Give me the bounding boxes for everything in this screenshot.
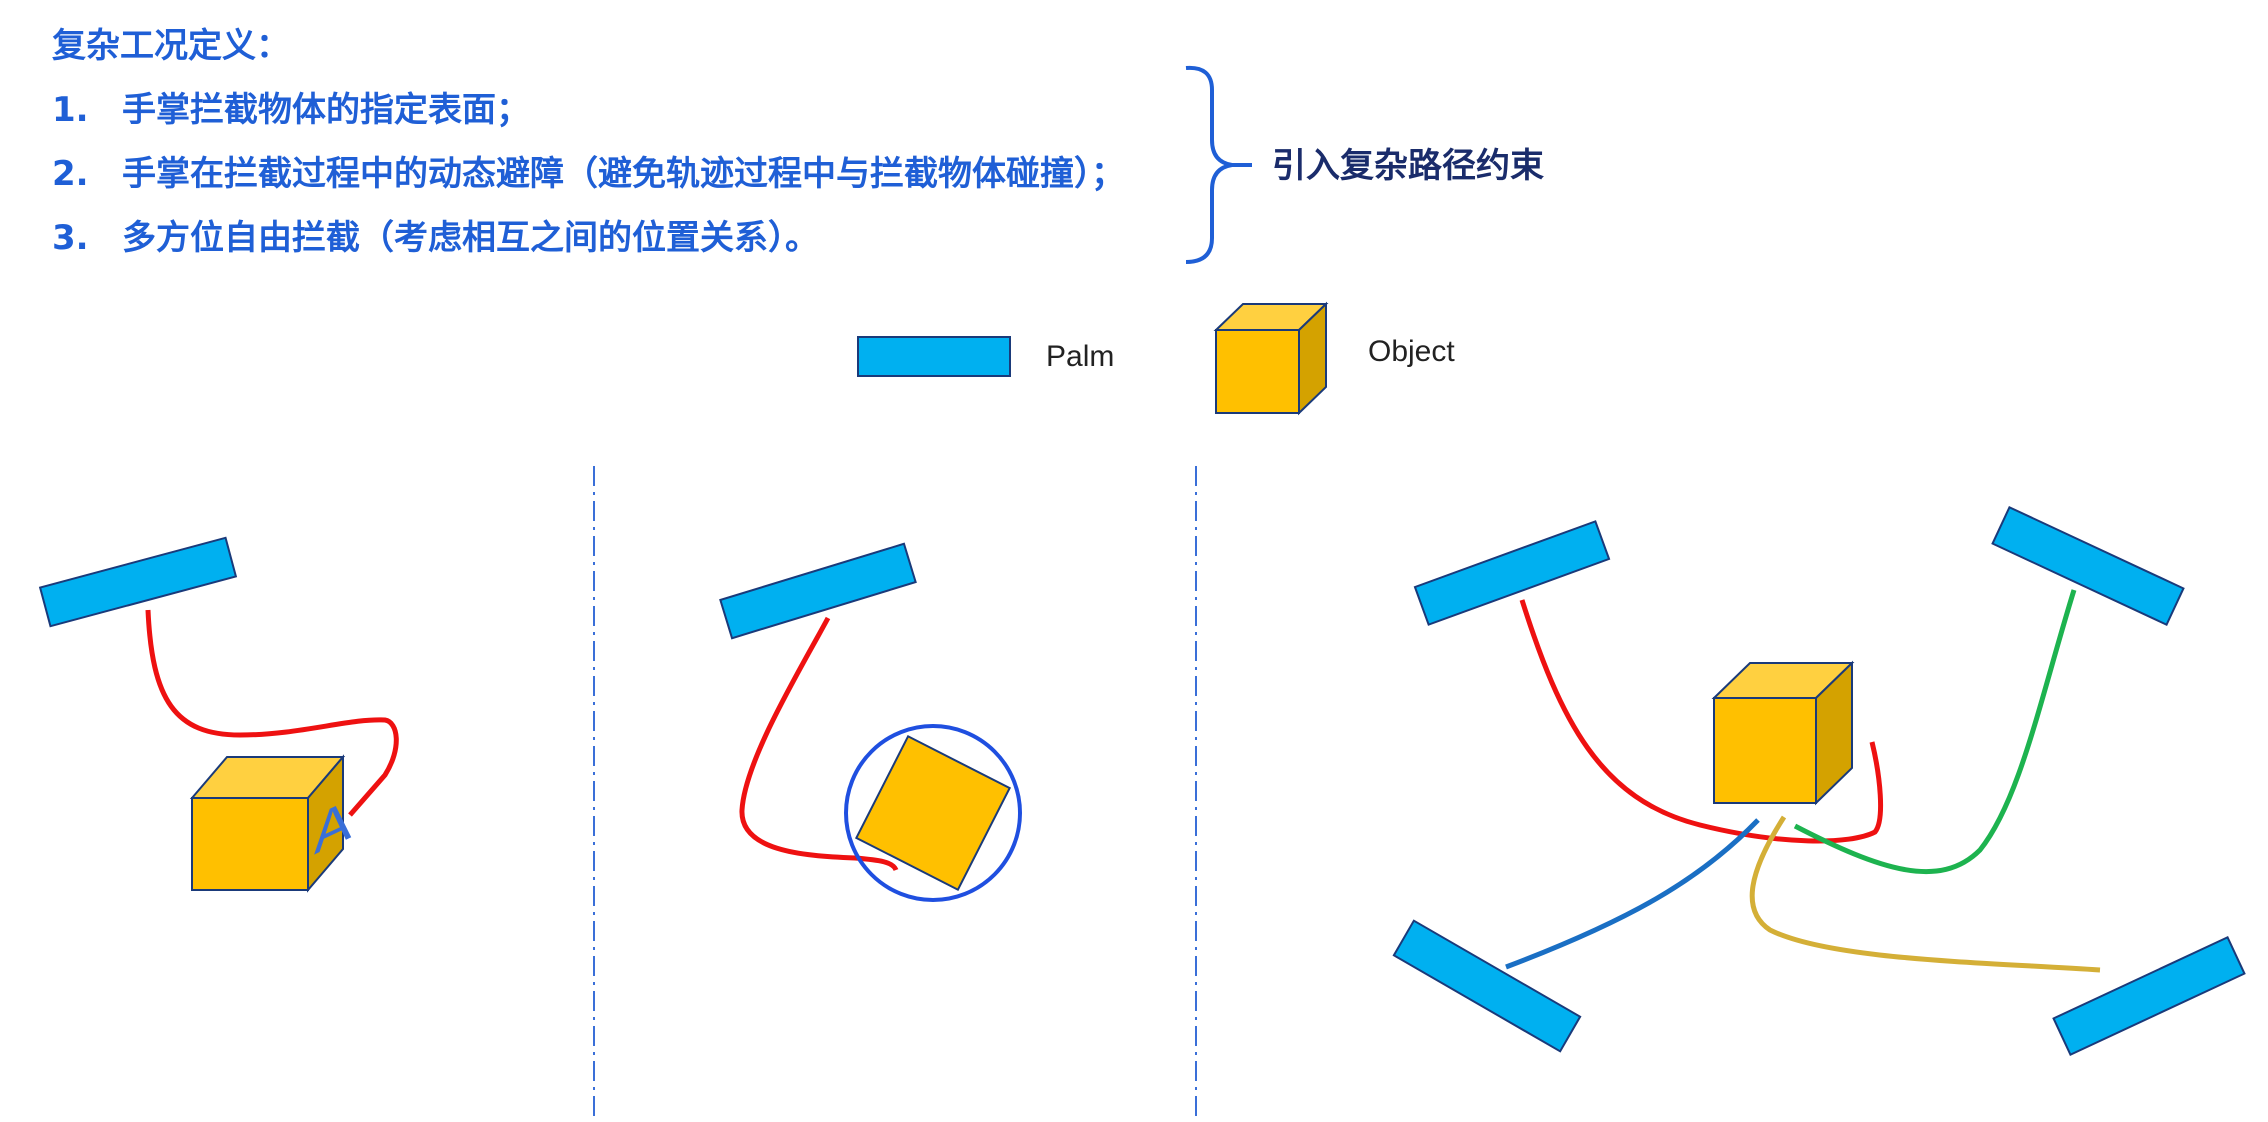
palm-top-right [1991,505,2185,627]
legend-palm-swatch [857,336,1011,377]
legend-palm-label: Palm [1046,340,1115,373]
trajectory-red [739,616,899,872]
item-text: 手掌在拦截过程中的动态避障（避免轨迹过程中与拦截物体碰撞）； [122,154,1125,194]
legend-object-label: Object [1368,335,1455,368]
item-number: 1. [52,90,89,130]
palm [38,536,238,628]
palm-top-left [1413,520,1611,626]
item-number: 3. [52,218,89,258]
scene-obstacle-avoidance [719,542,1022,902]
definition-item-3: 3. 多方位自由拦截（考虑相互之间的位置关系）。 [52,210,819,259]
legend-object-cube [1213,301,1329,416]
trajectory-red [145,609,399,817]
definition-item-1: 1. 手掌拦截物体的指定表面； [52,82,530,131]
scene-specified-surface: A [38,536,399,893]
object-cube: A [189,754,352,893]
scene-multi-direction [1392,505,2246,1057]
palm-bottom-right [2052,935,2246,1057]
palm [719,542,917,640]
brace-label: 引入复杂路径约束 [1272,146,1544,186]
trajectory-gold [1749,815,2101,973]
trajectory-red [1519,599,1884,844]
palm-bottom-left [1392,919,1582,1053]
item-number: 2. [52,154,89,194]
item-text: 手掌拦截物体的指定表面； [122,90,530,130]
item-text: 多方位自由拦截（考虑相互之间的位置关系）。 [122,218,819,258]
trajectory-green [1793,589,2077,875]
object-cube [1711,660,1855,806]
heading: 复杂工况定义： [52,26,290,66]
curly-brace [1185,65,1233,264]
definition-item-2: 2. 手掌在拦截过程中的动态避障（避免轨迹过程中与拦截物体碰撞）； [52,146,1125,195]
trajectory-blue [1505,818,1760,970]
avoidance-circle [844,724,1022,902]
object-square [854,734,1012,892]
